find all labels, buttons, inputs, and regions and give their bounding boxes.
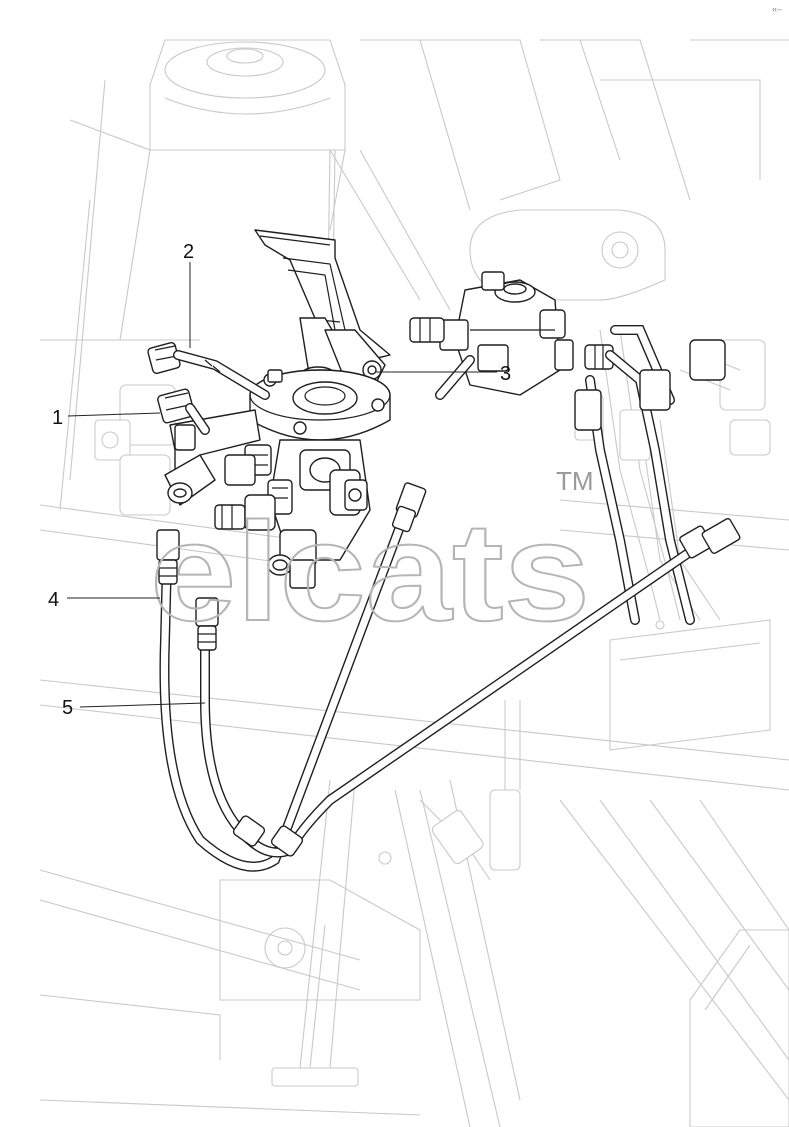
watermark-text: elcats bbox=[150, 493, 590, 650]
callouts: 1 2 3 4 5 bbox=[48, 241, 511, 719]
right-hose-bundle bbox=[435, 325, 726, 625]
hose-1 bbox=[185, 403, 210, 435]
callout-5: 5 bbox=[62, 697, 206, 719]
watermark: elcats TM bbox=[149, 466, 594, 651]
hose-4 bbox=[156, 482, 427, 872]
callout-2-label: 2 bbox=[183, 241, 194, 263]
callout-1: 1 bbox=[52, 407, 161, 429]
callout-1-label: 1 bbox=[52, 407, 63, 429]
hose-bends bbox=[232, 815, 304, 857]
brake-valve-assembly bbox=[147, 229, 741, 872]
callout-3: 3 bbox=[375, 363, 511, 385]
brake-pedal bbox=[254, 229, 391, 386]
watermark-trademark: TM bbox=[556, 466, 594, 496]
callout-4: 4 bbox=[48, 589, 160, 611]
corner-mark: «– bbox=[772, 4, 782, 14]
callout-3-label: 3 bbox=[500, 363, 511, 385]
left-fittings bbox=[147, 342, 276, 531]
hose-2 bbox=[173, 350, 270, 400]
callout-2: 2 bbox=[183, 241, 194, 348]
relay-valve bbox=[409, 271, 614, 396]
callout-5-label: 5 bbox=[62, 697, 73, 719]
brake-valve-body bbox=[249, 369, 391, 589]
callout-4-label: 4 bbox=[48, 589, 59, 611]
